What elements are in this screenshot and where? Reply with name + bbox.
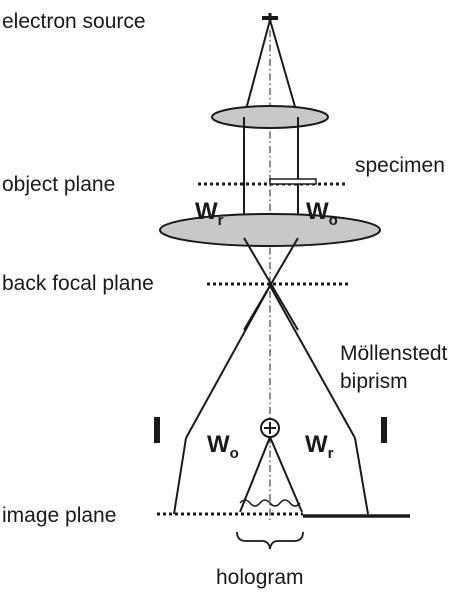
label-mollenstedt: Möllenstedt xyxy=(340,342,448,365)
ray-source-left xyxy=(243,19,271,118)
biprism-plate-left xyxy=(154,417,160,443)
label-electron-source: electron source xyxy=(2,10,146,33)
wave-label-upper-left: Wr xyxy=(195,198,224,229)
ray-diverge-left xyxy=(185,283,272,439)
label-biprism: biprism xyxy=(340,370,408,393)
label-specimen: specimen xyxy=(355,154,445,177)
wave-label-lower-left: Wo xyxy=(207,431,239,462)
label-object-plane: object plane xyxy=(2,173,115,196)
specimen-sample xyxy=(269,178,317,185)
objective-lens xyxy=(159,213,381,247)
label-hologram: hologram xyxy=(216,566,304,589)
ray-diverge-right xyxy=(268,283,356,439)
ray-source-right xyxy=(269,19,299,118)
wave-label-upper-right: Wo xyxy=(306,198,338,229)
ray-overlap-right xyxy=(269,436,303,513)
biprism-plate-right xyxy=(381,417,387,443)
condenser-lens xyxy=(211,105,329,129)
label-image-plane: image plane xyxy=(2,504,116,527)
wave-label-lower-right: Wr xyxy=(305,431,334,462)
hologram-bracket xyxy=(236,531,304,550)
label-back-focal-plane: back focal plane xyxy=(2,272,154,295)
interference-fringes xyxy=(239,499,301,507)
